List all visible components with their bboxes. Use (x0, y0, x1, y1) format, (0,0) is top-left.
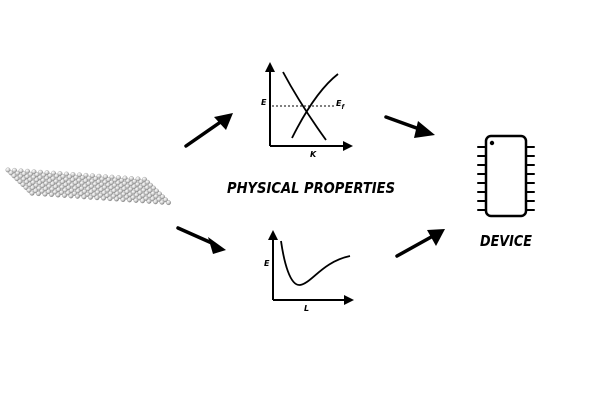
fermi-level-label: Ef (336, 99, 345, 111)
device-label: DEVICE (480, 232, 533, 250)
band-curve-1 (282, 71, 327, 141)
microchip-icon (477, 134, 535, 218)
arrow-material-to-energy-curve (176, 226, 226, 254)
curve-x-axis-label: L (304, 304, 309, 313)
physical-properties-label: PHYSICAL PROPERTIES (227, 179, 395, 197)
band-y-axis-label: E (261, 98, 267, 107)
arrow-band-diagram-to-device (384, 115, 435, 138)
band-structure-diagram: E K Ef (261, 62, 353, 159)
band-curve-2 (291, 73, 339, 139)
curve-y-axis-label: E (264, 259, 270, 268)
potential-energy-curve (280, 240, 351, 286)
energy-length-curve-diagram: E L (264, 230, 354, 313)
chip-body (484, 134, 528, 218)
arrow-energy-curve-to-device (395, 229, 445, 258)
band-x-axis-label: K (310, 150, 317, 159)
arrow-material-to-band-diagram (184, 113, 233, 148)
2d-atomic-lattice-sheet-icon (5, 167, 171, 206)
chip-pin1-dot (489, 140, 495, 146)
